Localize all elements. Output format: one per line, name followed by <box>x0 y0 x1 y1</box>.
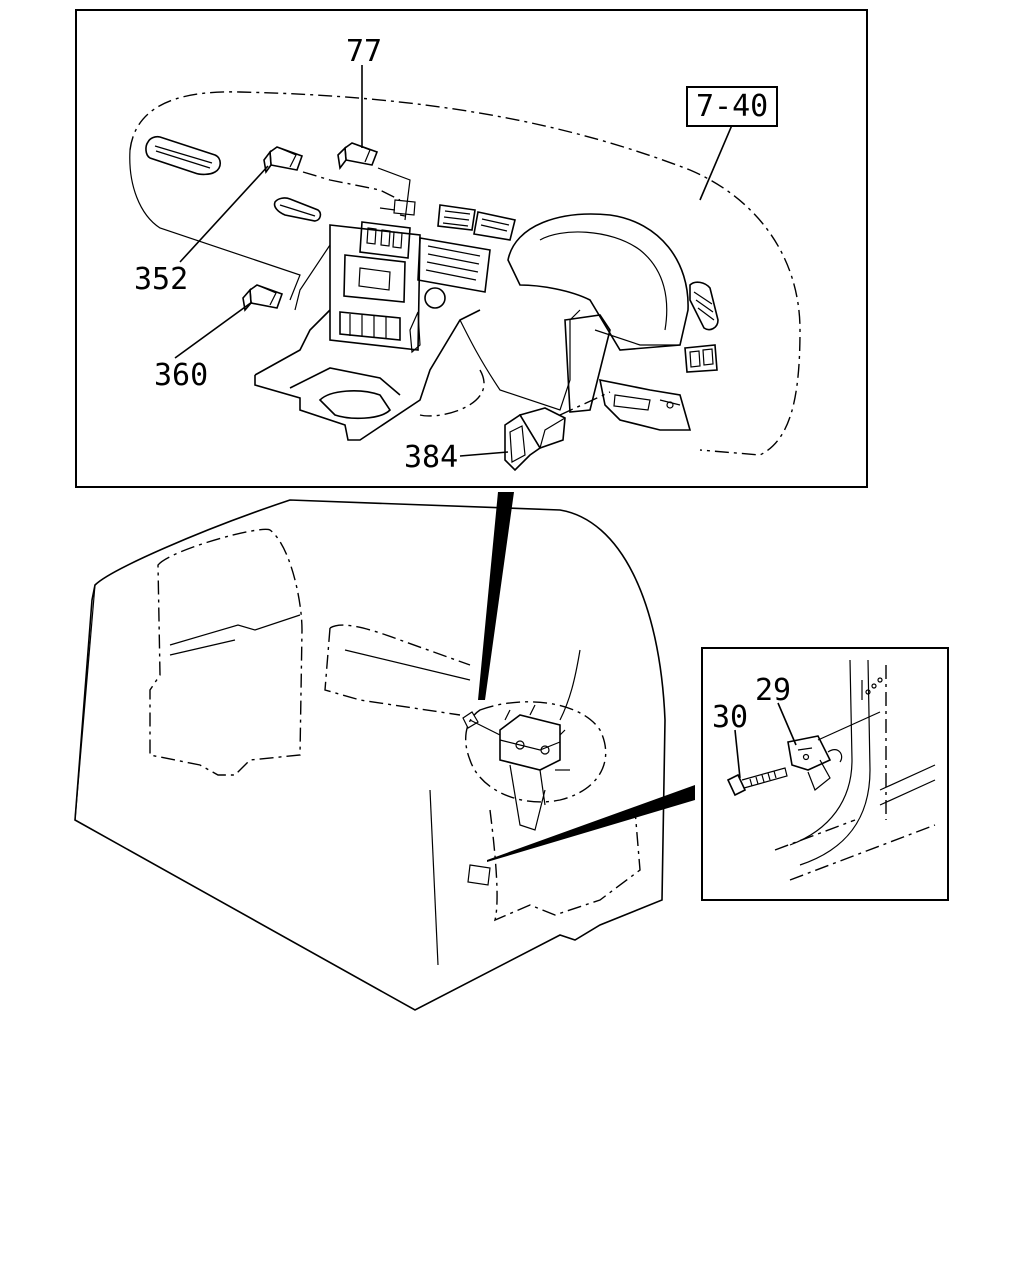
callout-leaders <box>174 65 736 457</box>
callout-29: 29 <box>755 673 792 708</box>
callout-30: 30 <box>712 700 749 735</box>
dashboard-detail-frame <box>75 9 868 488</box>
switch-77-part <box>337 142 379 171</box>
bracket-detail-frame <box>701 647 949 901</box>
bracket-callout-leaders <box>734 702 797 779</box>
reference-box-7-40: 7-40 <box>686 86 779 127</box>
callout-384: 384 <box>404 440 459 475</box>
switch-352-part <box>263 146 304 175</box>
switch-384-part <box>504 407 566 472</box>
bracket-drawing <box>726 659 936 881</box>
callout-360: 360 <box>154 358 209 393</box>
connector-shaft-right <box>487 785 695 862</box>
callout-352: 352 <box>134 262 189 297</box>
dashboard-drawing <box>129 91 801 456</box>
switch-360-part <box>242 284 284 312</box>
connector-shaft-top <box>478 492 514 700</box>
callout-77: 77 <box>346 34 383 69</box>
cabin-overview-drawing <box>74 499 666 1011</box>
